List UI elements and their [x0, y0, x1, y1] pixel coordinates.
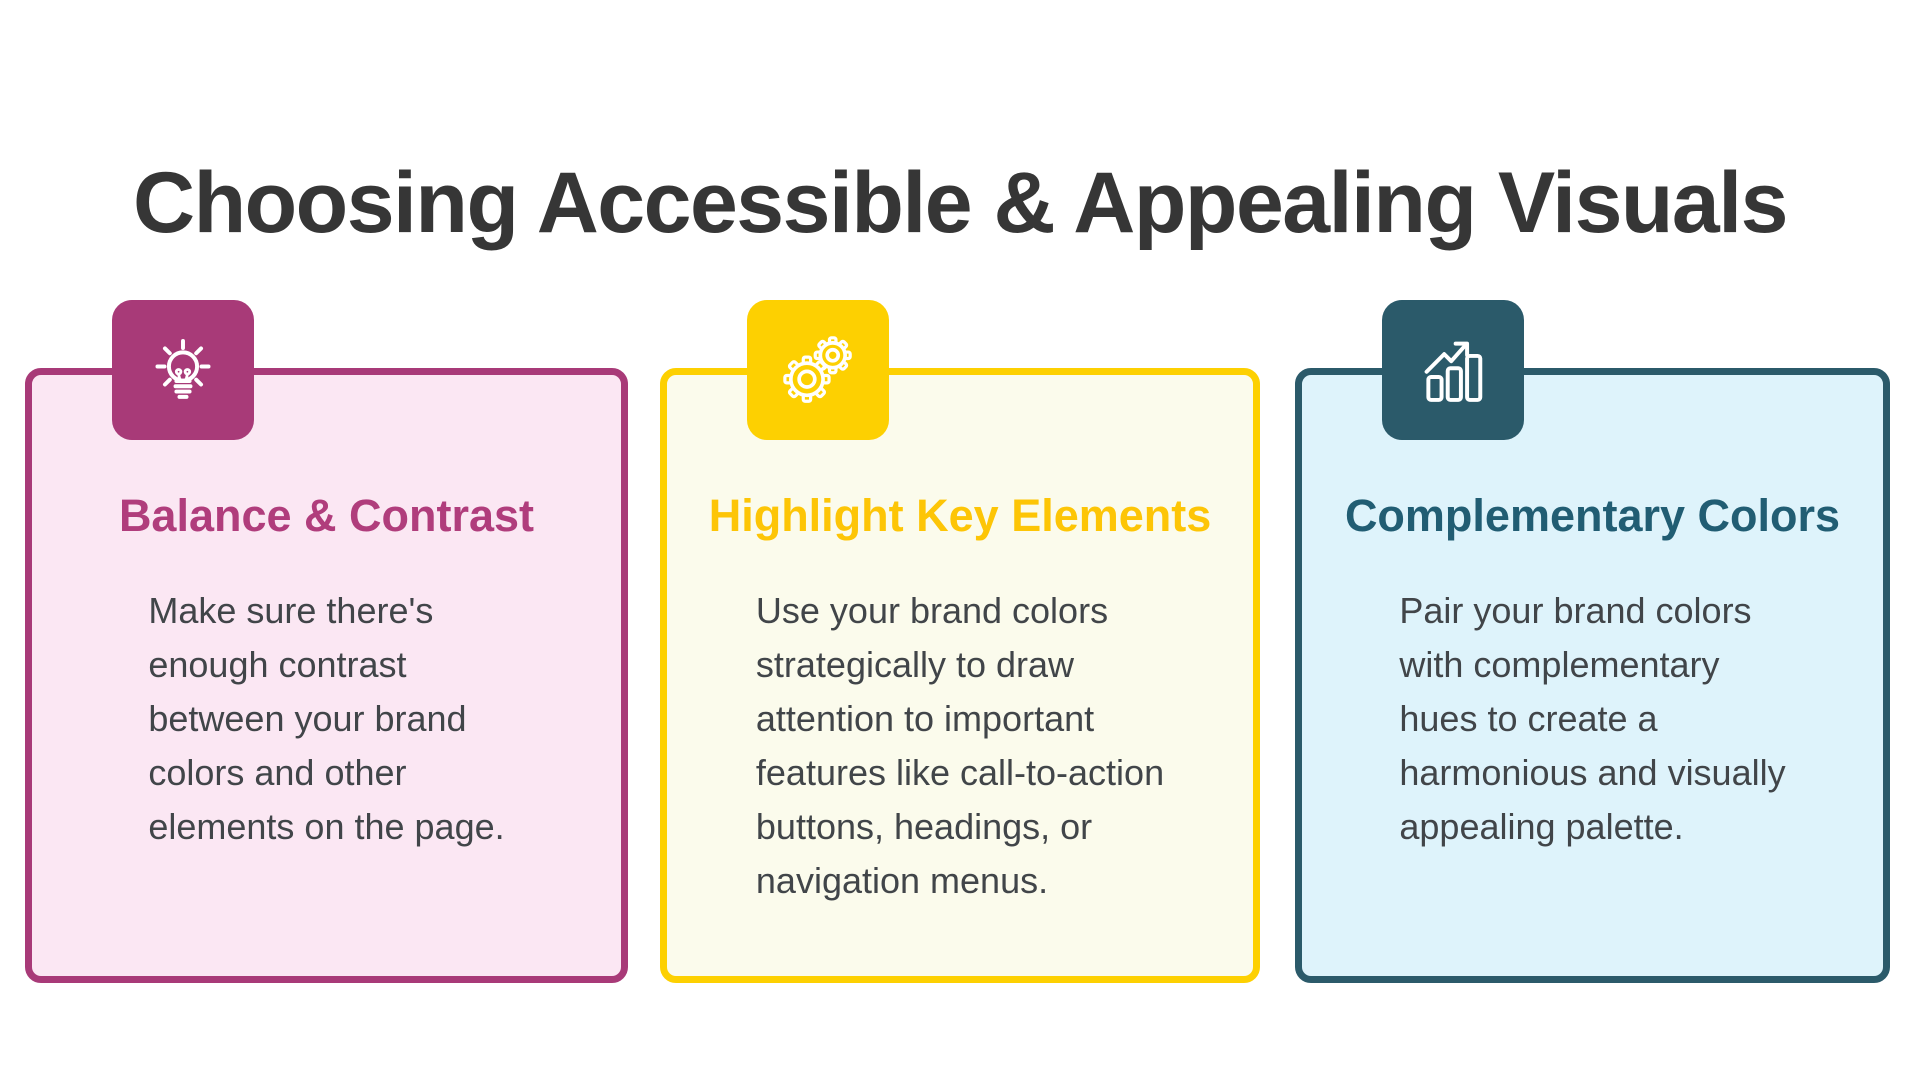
card-heading: Balance & Contrast [118, 490, 535, 541]
icon-box-teal [1382, 300, 1524, 440]
gears-icon [772, 324, 864, 416]
card-balance-contrast: Balance & Contrast Make sure there's eno… [25, 300, 628, 983]
card-highlight-key-elements: Highlight Key Elements Use your brand co… [660, 300, 1260, 983]
bar-chart-icon [1409, 326, 1497, 414]
card-body-text: Use your brand colors strategically to d… [755, 590, 1165, 901]
card-heading: Highlight Key Elements [708, 490, 1212, 541]
card-body-text: Pair your brand colors with complementar… [1399, 590, 1786, 847]
card-body-text: Make sure there's enough contrast betwee… [148, 590, 505, 847]
lightbulb-icon [139, 326, 227, 414]
card-heading: Complementary Colors [1344, 490, 1841, 541]
page-title: Choosing Accessible & Appealing Visuals [133, 154, 1788, 251]
icon-box-yellow [747, 300, 889, 440]
icon-box-magenta [112, 300, 254, 440]
card-complementary-colors: Complementary Colors Pair your brand col… [1295, 300, 1890, 983]
